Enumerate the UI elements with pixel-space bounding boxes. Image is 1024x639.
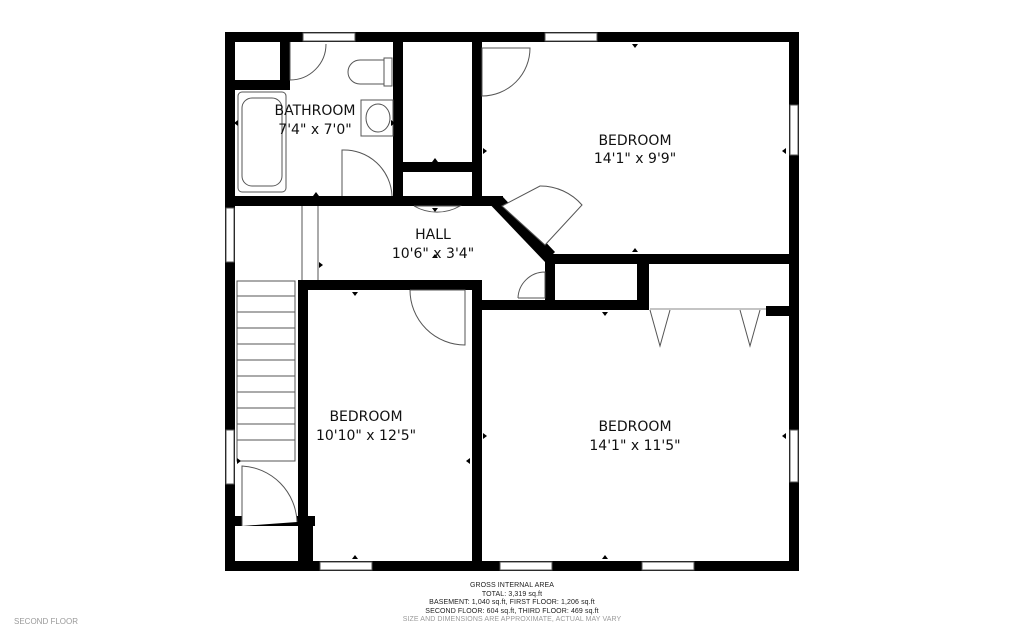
room-name: BEDROOM (598, 133, 671, 149)
floor-name: SECOND FLOOR (14, 617, 79, 626)
room-dimensions: 10'10" x 12'5" (316, 428, 416, 444)
room-name: BATHROOM (274, 103, 355, 119)
fixtures (237, 57, 394, 193)
room-name: BEDROOM (329, 409, 402, 425)
markers (234, 44, 786, 559)
room-dimensions: 14'1" x 11'5" (589, 438, 680, 454)
doors (241, 42, 766, 526)
area-summary: GROSS INTERNAL AREA TOTAL: 3,319 sq.ft B… (0, 582, 1024, 625)
summary-line-2: SECOND FLOOR: 604 sq.ft, THIRD FLOOR: 46… (425, 607, 599, 615)
room-name: HALL (415, 227, 451, 243)
summary-disclaimer: SIZE AND DIMENSIONS ARE APPROXIMATE, ACT… (402, 616, 622, 624)
room-labels: BATHROOM 7'4" x 7'0" BEDROOM 14'1" x 9'9… (274, 103, 680, 454)
summary-line-1: BASEMENT: 1,040 sq.ft, FIRST FLOOR: 1,20… (429, 599, 595, 607)
summary-heading: GROSS INTERNAL AREA (469, 582, 555, 589)
windows (225, 32, 799, 571)
room-dimensions: 7'4" x 7'0" (278, 122, 351, 138)
room-dimensions: 10'6" x 3'4" (392, 246, 474, 262)
toilet-icon (347, 59, 385, 85)
stairs (236, 206, 319, 462)
summary-total: TOTAL: 3,319 sq.ft (481, 590, 543, 598)
room-dimensions: 14'1" x 9'9" (594, 151, 676, 167)
room-name: BEDROOM (598, 419, 671, 435)
